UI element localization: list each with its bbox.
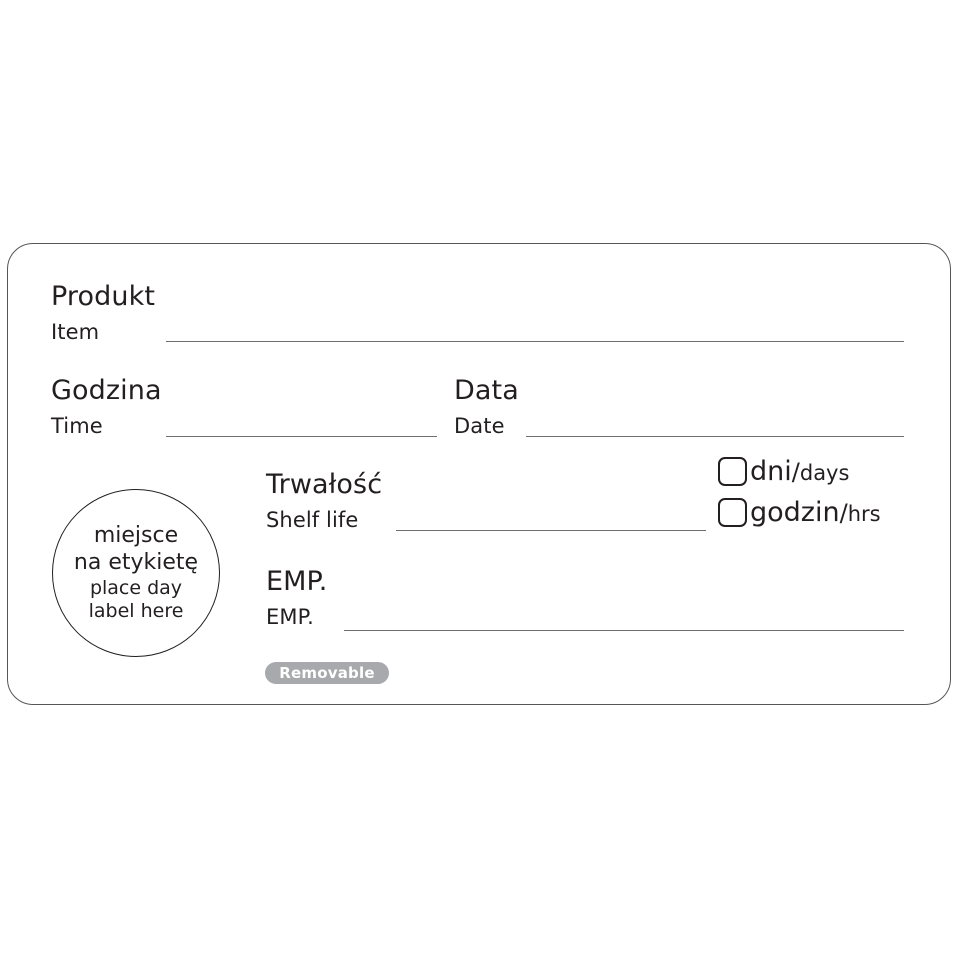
day-label-placement-circle[interactable]: miejsce na etykietę place day label here: [52, 489, 220, 657]
field-label-date-en: Date: [454, 414, 505, 438]
checkbox-days[interactable]: [718, 457, 747, 486]
write-line-time[interactable]: [166, 436, 437, 437]
stamp-circle-text-en-line2: label here: [88, 599, 184, 622]
field-label-employee-en: EMP.: [266, 605, 314, 629]
checkbox-days-label-separator: /: [791, 458, 800, 486]
checkbox-row-days[interactable]: dni/days: [718, 457, 849, 486]
field-label-shelf-life-pl: Trwałość: [266, 469, 383, 500]
write-line-employee[interactable]: [344, 630, 904, 631]
field-label-product-en: Item: [51, 320, 100, 344]
checkbox-hours-label-separator: /: [839, 499, 848, 527]
field-label-time-en: Time: [51, 414, 103, 438]
removable-badge: Removable: [265, 662, 389, 684]
stamp-circle-text-pl-line2: na etykietę: [73, 549, 199, 575]
field-label-time-pl: Godzina: [51, 375, 162, 406]
write-line-shelf-life[interactable]: [396, 530, 706, 531]
checkbox-hours-label-en: hrs: [847, 502, 881, 526]
checkbox-row-hours[interactable]: godzin/hrs: [718, 498, 881, 527]
stamp-circle-text-en-line1: place day: [89, 576, 183, 599]
checkbox-hours-label: godzin/hrs: [750, 499, 881, 526]
checkbox-days-label: dni/days: [750, 458, 849, 485]
field-label-employee-pl: EMP.: [266, 566, 328, 597]
field-label-date-pl: Data: [454, 375, 519, 406]
checkbox-hours-label-pl: godzin: [750, 497, 840, 528]
write-line-date[interactable]: [526, 436, 904, 437]
write-line-product[interactable]: [166, 341, 904, 342]
checkbox-hours[interactable]: [718, 498, 747, 527]
field-label-product-pl: Produkt: [51, 281, 156, 312]
field-label-shelf-life-en: Shelf life: [266, 508, 359, 532]
checkbox-days-label-en: days: [799, 461, 850, 485]
checkbox-days-label-pl: dni: [750, 456, 792, 487]
stamp-circle-text-pl-line1: miejsce: [93, 523, 179, 548]
removable-badge-label: Removable: [279, 663, 375, 682]
